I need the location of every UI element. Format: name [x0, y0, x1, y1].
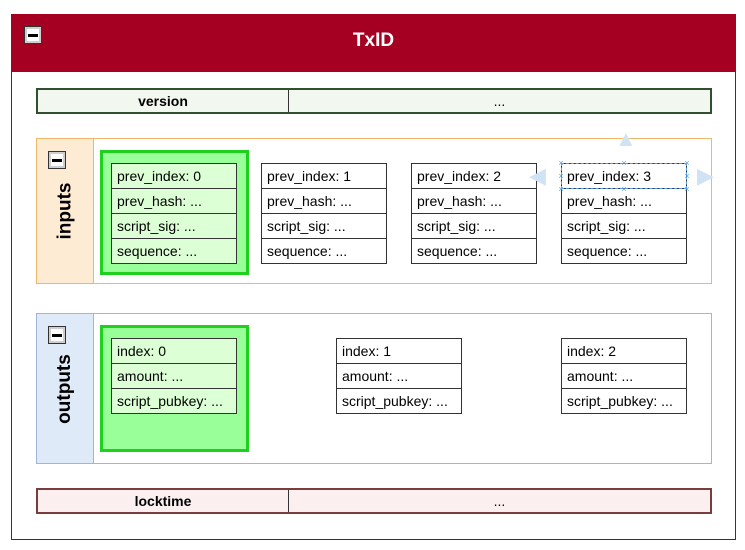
output-record-2[interactable]: index: 2 amount: ... script_pubkey: ... — [561, 338, 687, 414]
output-record-0[interactable]: index: 0 amount: ... script_pubkey: ... — [111, 338, 237, 414]
locktime-label: locktime — [38, 490, 289, 512]
selection-outline[interactable] — [561, 163, 687, 189]
input-prev-hash: prev_hash: ... — [412, 189, 536, 214]
resize-handle-icon[interactable]: × — [684, 184, 690, 194]
output-script-pubkey: script_pubkey: ... — [567, 393, 673, 409]
arrow-up-icon[interactable]: ▲ — [615, 126, 637, 151]
inputs-collapse-minus-icon[interactable] — [48, 151, 66, 169]
locktime-value: ... — [493, 493, 506, 509]
input-sequence: sequence: ... — [567, 243, 648, 259]
output-amount: amount: ... — [562, 364, 686, 389]
version-label: version — [38, 90, 289, 112]
output-index: index: 2 — [562, 339, 686, 364]
input-record-2[interactable]: prev_index: 2 prev_hash: ... script_sig:… — [411, 163, 537, 264]
output-record-1[interactable]: index: 1 amount: ... script_pubkey: ... — [336, 338, 462, 414]
resize-handle-icon[interactable]: × — [621, 184, 627, 194]
output-amount: amount: ... — [337, 364, 461, 389]
output-index: index: 0 — [112, 339, 236, 364]
input-sequence: sequence: ... — [117, 243, 198, 259]
locktime-row[interactable]: locktime ... — [36, 488, 712, 514]
output-index: index: 1 — [337, 339, 461, 364]
resize-handle-icon[interactable]: × — [558, 171, 564, 181]
input-script-sig: script_sig: ... — [562, 214, 686, 239]
input-prev-hash: prev_hash: ... — [112, 189, 236, 214]
resize-handle-icon[interactable]: × — [558, 158, 564, 168]
resize-handle-icon[interactable]: × — [684, 158, 690, 168]
outputs-collapse-minus-icon[interactable] — [48, 326, 66, 344]
arrow-left-icon[interactable]: ◀ — [529, 163, 546, 188]
resize-handle-icon[interactable]: × — [558, 184, 564, 194]
outputs-lane-title: outputs — [54, 353, 75, 424]
tx-header[interactable] — [11, 14, 736, 72]
input-prev-index: prev_index: 0 — [112, 164, 236, 189]
input-prev-hash: prev_hash: ... — [562, 189, 686, 214]
input-script-sig: script_sig: ... — [412, 214, 536, 239]
tx-title: TxID — [352, 30, 395, 51]
inputs-lane-title: inputs — [54, 182, 75, 240]
input-sequence: sequence: ... — [417, 243, 498, 259]
output-script-pubkey: script_pubkey: ... — [117, 393, 223, 409]
version-row[interactable]: version ... — [36, 88, 712, 114]
resize-handle-icon[interactable]: × — [621, 158, 627, 168]
input-record-3[interactable]: prev_index: 3 prev_hash: ... script_sig:… — [561, 163, 687, 264]
input-record-0[interactable]: prev_index: 0 prev_hash: ... script_sig:… — [111, 163, 237, 264]
input-prev-index: prev_index: 2 — [412, 164, 536, 189]
input-prev-index: prev_index: 1 — [262, 164, 386, 189]
tx-collapse-minus-icon[interactable] — [24, 26, 42, 44]
input-script-sig: script_sig: ... — [262, 214, 386, 239]
input-sequence: sequence: ... — [267, 243, 348, 259]
arrow-right-icon[interactable]: ▶ — [697, 163, 714, 188]
input-record-1[interactable]: prev_index: 1 prev_hash: ... script_sig:… — [261, 163, 387, 264]
version-value: ... — [493, 93, 506, 109]
resize-handle-icon[interactable]: × — [684, 171, 690, 181]
input-prev-hash: prev_hash: ... — [262, 189, 386, 214]
input-script-sig: script_sig: ... — [112, 214, 236, 239]
output-amount: amount: ... — [112, 364, 236, 389]
output-script-pubkey: script_pubkey: ... — [342, 393, 448, 409]
